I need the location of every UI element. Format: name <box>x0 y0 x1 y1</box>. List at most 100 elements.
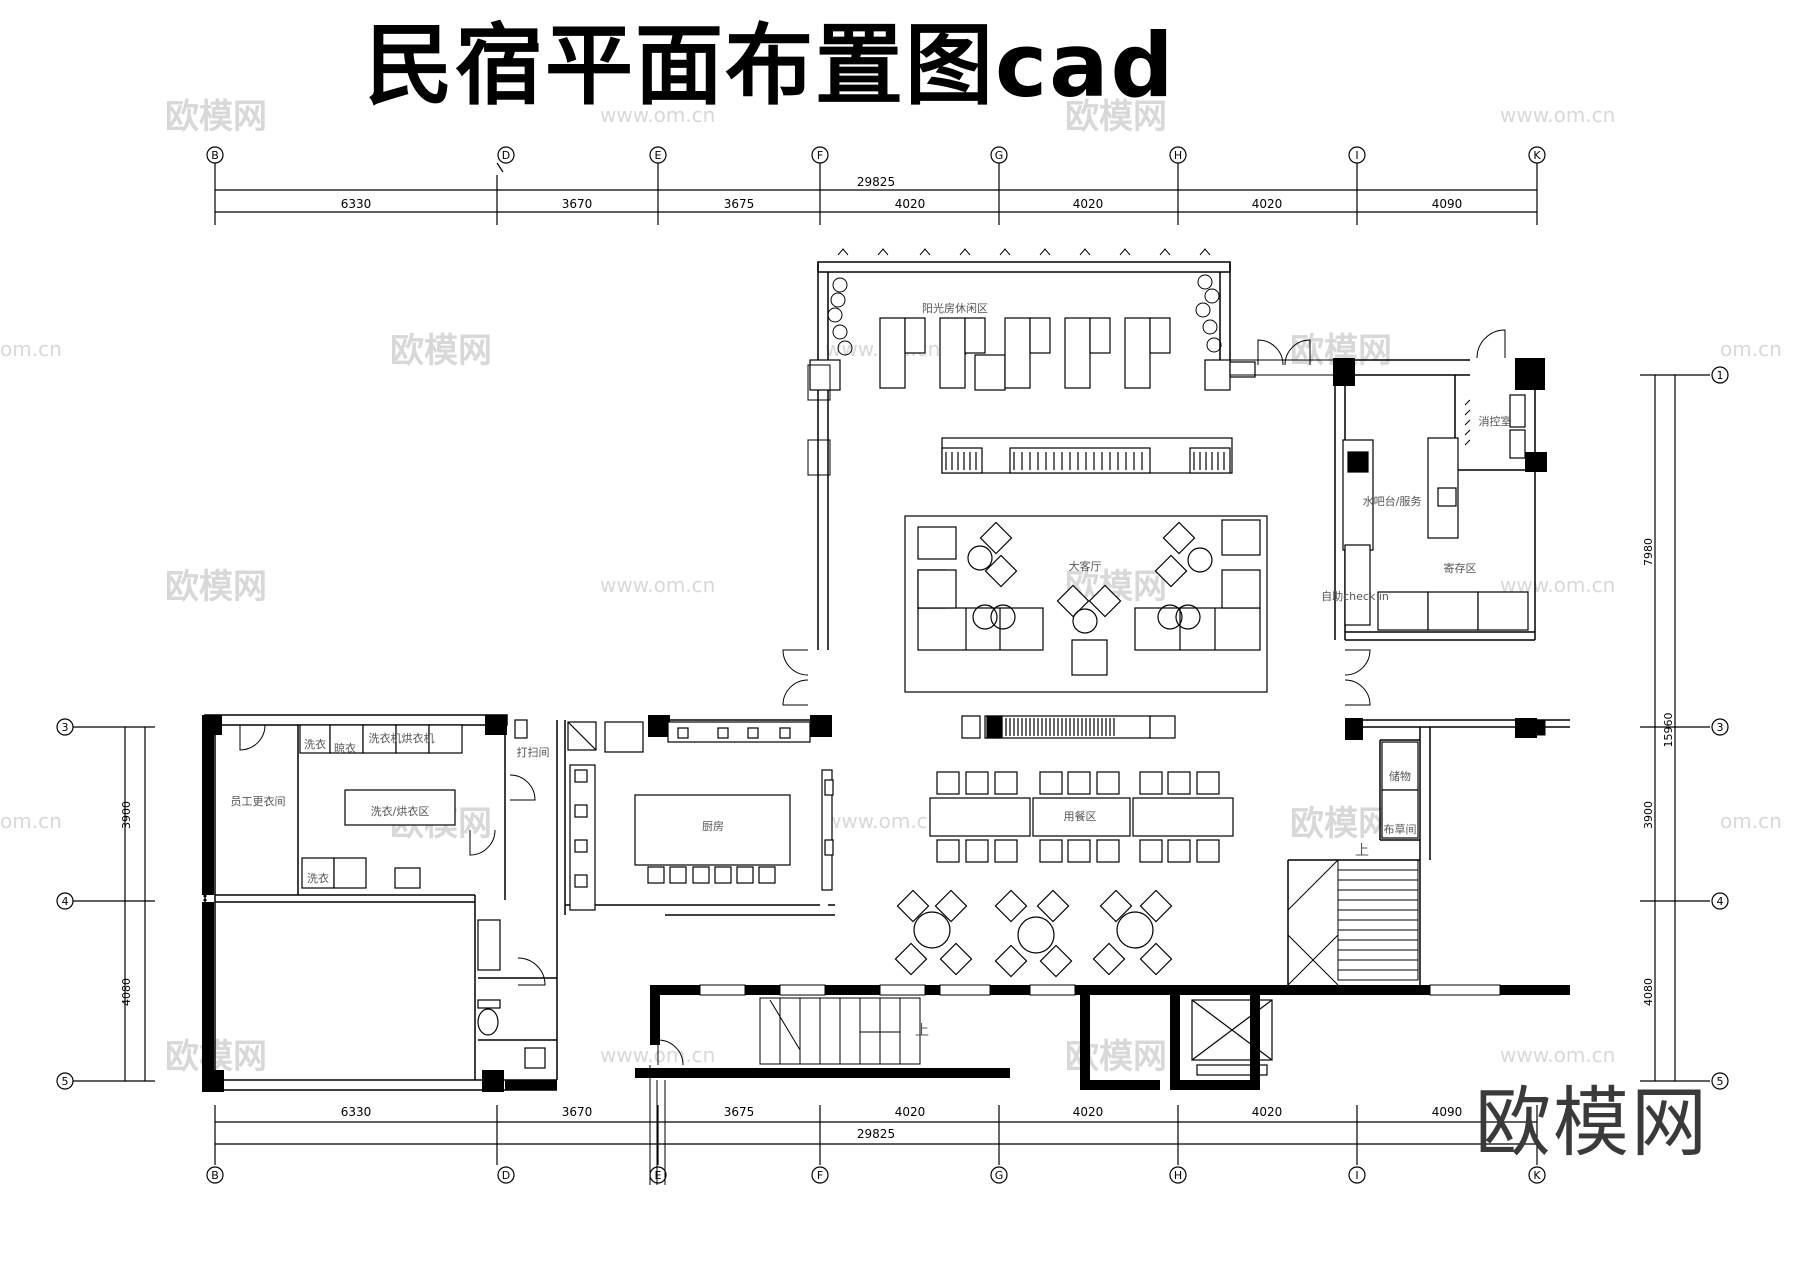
dim-total-bottom: 29825 <box>857 1127 895 1141</box>
watermarks: 欧模网 欧模网 欧模网 欧模网 欧模网 欧模网 欧模网 欧模网 欧模网 欧模网 <box>165 97 1392 1077</box>
axis-label: B <box>211 1169 219 1182</box>
axis-label: 3 <box>62 721 69 734</box>
axis-bubble-H <box>1169 146 1187 1184</box>
axis-bubble-B <box>206 146 224 1184</box>
room-label-cleaning: 打扫间 <box>517 745 550 759</box>
axis-label: 1 <box>1717 369 1724 382</box>
watermark-url: www.om.cn <box>1500 103 1615 127</box>
axis-bubble-G <box>990 146 1008 1184</box>
dimension-top <box>214 162 1538 225</box>
watermark-url: www.om.cn <box>825 809 940 833</box>
page-title: 民宿平面布置图cad <box>365 14 1176 117</box>
watermark-url: om.cn <box>1720 809 1782 833</box>
room-label-storage2: 储物 <box>1389 769 1411 783</box>
watermark-url: www.om.cn <box>600 573 715 597</box>
room-label-sunroom: 阳光房休闲区 <box>922 301 988 315</box>
axis-bubble-K <box>1528 146 1546 1184</box>
laundry <box>299 719 546 1069</box>
axis-label: H <box>1174 1169 1182 1182</box>
windows <box>699 984 1501 996</box>
room-labels: 阳光房休闲区 大客厅 水吧台/服务 消控室 寄存区 自助check in 用餐区… <box>231 301 1512 1039</box>
watermark-url: www.om.cn <box>600 103 715 127</box>
axis-label: I <box>1355 1169 1358 1182</box>
round-dining-tables <box>894 889 1173 978</box>
stair-up-label: 上 <box>915 1023 929 1039</box>
awning-marks <box>837 248 1211 256</box>
dimension-left-labels: 3 4 5 3900 4080 <box>62 721 134 1088</box>
console-shelves <box>941 437 1233 474</box>
dim-span: 3675 <box>724 197 755 211</box>
room-label-washer: 洗衣 <box>304 737 326 751</box>
axis-label: K <box>1533 149 1541 162</box>
room-label-bar: 水吧台/服务 <box>1363 494 1422 508</box>
dim-right-total: 15960 <box>1662 713 1675 748</box>
axis-bubble-F <box>811 146 829 1184</box>
dim-total-top: 29825 <box>857 175 895 189</box>
axis-bubbles <box>206 146 1546 1184</box>
dim-span: 4020 <box>1252 197 1283 211</box>
watermark-url: om.cn <box>0 337 62 361</box>
axis-label: H <box>1174 149 1182 162</box>
axis-label: 4 <box>1717 895 1724 908</box>
lounge-chairs <box>809 317 1256 391</box>
dim-span: 4020 <box>895 197 926 211</box>
axis-label: B <box>211 149 219 162</box>
bar-counter <box>1342 394 1529 631</box>
dimension-right <box>1640 366 1729 1090</box>
axis-label: G <box>995 149 1004 162</box>
watermark-logo: 欧模网 <box>1065 97 1167 137</box>
room-label-kitchen: 厨房 <box>702 820 724 833</box>
watermark-logo: 欧模网 <box>165 97 267 137</box>
reception-desk <box>961 715 1176 739</box>
room-label-service: 布草间 <box>1384 823 1417 836</box>
dimension-labels: 29825 6330 3670 3675 4020 4020 4020 4090… <box>341 175 1463 1141</box>
dim-span: 4090 <box>1432 197 1463 211</box>
dim-left-mid: 3900 <box>120 801 133 829</box>
axis-label: 4 <box>62 895 69 908</box>
axis-bubble-D <box>497 146 515 1184</box>
dim-span: 6330 <box>341 197 372 211</box>
dim-span: 3675 <box>724 1105 755 1119</box>
axis-bubble-I <box>1348 146 1366 1184</box>
right-stair <box>1287 859 1419 986</box>
watermark-url: om.cn <box>0 809 62 833</box>
axis-label: K <box>1533 1169 1541 1182</box>
room-label-staff: 员工更衣间 <box>231 794 286 808</box>
dim-span: 4020 <box>1073 197 1104 211</box>
laundry-doors <box>203 724 546 986</box>
room-label-storage: 寄存区 <box>1444 561 1477 575</box>
room-label-checkin: 自助check in <box>1321 589 1389 603</box>
axis-label: I <box>1355 149 1358 162</box>
axis-label: 5 <box>62 1075 69 1088</box>
dim-span: 4020 <box>1073 1105 1104 1119</box>
brand-logo: 欧模网 <box>1475 1078 1709 1167</box>
elevator <box>1191 999 1273 1076</box>
room-label-rack: 晾衣 <box>334 741 356 755</box>
bottom-stair <box>649 997 921 1185</box>
axis-label: 5 <box>1717 1075 1724 1088</box>
axis-label: G <box>995 1169 1004 1182</box>
axis-label: F <box>817 1169 823 1182</box>
watermark-logo: 欧模网 <box>165 567 267 607</box>
stair-up-label-right: 上 <box>1355 843 1369 859</box>
room-label-dining: 用餐区 <box>1064 809 1097 823</box>
room-label-washmachine: 洗衣机 <box>369 731 402 745</box>
watermark-logo: 欧模网 <box>1290 804 1392 844</box>
dim-span: 3670 <box>562 1105 593 1119</box>
room-label-dryer: 烘衣机 <box>402 731 435 745</box>
axis-label: E <box>655 1169 662 1182</box>
lobby <box>904 515 1268 693</box>
watermark-url: www.om.cn <box>1500 1043 1615 1067</box>
right-lower-rooms <box>1381 741 1419 839</box>
room-label-lobby: 大客厅 <box>1069 559 1102 573</box>
kitchen <box>567 721 834 911</box>
axis-letters: B D E F G H I K B D E F G H I K <box>211 149 1541 1182</box>
axis-bubble-E <box>649 146 667 1184</box>
room-label-laundry: 洗衣/烘衣区 <box>371 804 430 818</box>
axis-label: D <box>502 149 510 162</box>
dim-span: 4020 <box>895 1105 926 1119</box>
dim-span: 3670 <box>562 197 593 211</box>
dimension-left <box>56 718 155 1090</box>
axis-label: F <box>817 149 823 162</box>
